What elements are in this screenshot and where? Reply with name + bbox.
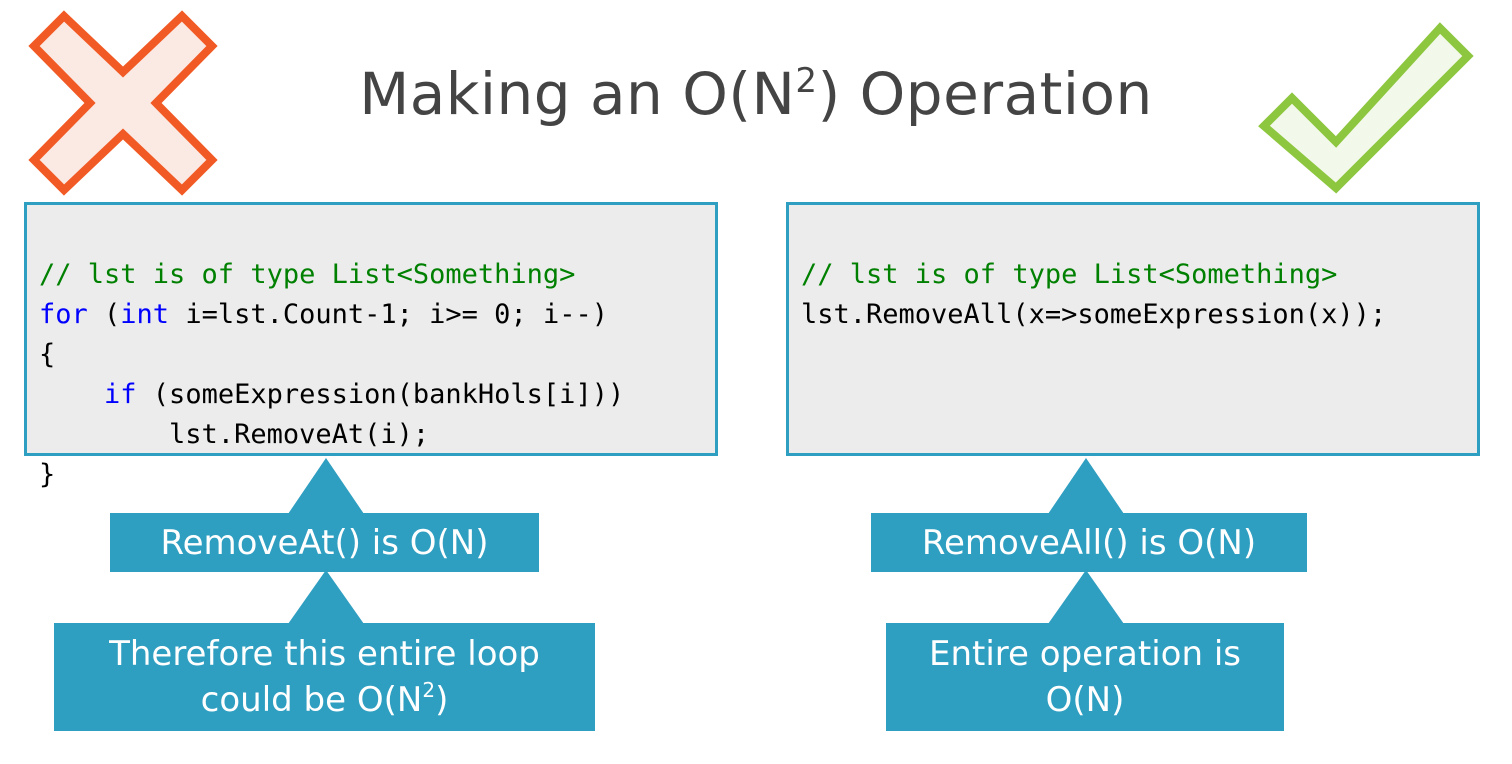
title-prefix: Making an O(N	[359, 60, 796, 128]
callout-text-suffix: )	[435, 680, 449, 720]
callout-text: RemoveAt() is O(N)	[160, 522, 489, 563]
callout-text-prefix: could be O(N	[200, 680, 423, 720]
right-callout-complexity: RemoveAll() is O(N)	[871, 513, 1307, 572]
callout-text: RemoveAll() is O(N)	[921, 522, 1257, 563]
code-line-for: for (int i=lst.Count-1; i>= 0; i--)	[39, 295, 703, 335]
title-suffix: ) Operation	[817, 60, 1153, 128]
code-line-removeat: lst.RemoveAt(i);	[39, 419, 430, 450]
code-comment: // lst is of type List<Something>	[39, 259, 576, 290]
keyword-int: int	[120, 299, 170, 330]
title-superscript: 2	[795, 61, 818, 101]
left-callout-pointer	[288, 458, 364, 514]
left-callout-conclusion: Therefore this entire loop could be O(N2…	[54, 623, 595, 731]
keyword-if: if	[104, 379, 137, 410]
callout-text-line1: Entire operation is	[929, 634, 1241, 674]
right-callout-conclusion: Entire operation is O(N)	[886, 623, 1284, 731]
cross-icon	[28, 10, 218, 196]
right-callout-pointer-lower	[1048, 570, 1124, 624]
code-text: i=lst.Count-1; i>= 0; i--)	[169, 299, 608, 330]
code-text: (	[87, 299, 121, 330]
code-open-brace: {	[39, 339, 56, 370]
left-callout-pointer-lower	[288, 570, 364, 624]
code-text: (someExpression(bankHols[i]))	[136, 379, 625, 410]
callout-text-line2: could be O(N2)	[201, 677, 449, 723]
code-close-brace: }	[39, 459, 56, 490]
code-line-removeall: lst.RemoveAll(x=>someExpression(x));	[801, 299, 1387, 330]
callout-text-line1: Therefore this entire loop	[109, 634, 540, 674]
code-indent	[39, 379, 104, 410]
left-callout-complexity: RemoveAt() is O(N)	[110, 513, 539, 572]
check-icon	[1258, 22, 1474, 194]
callout-text-line2: O(N)	[1045, 680, 1125, 720]
page-title: Making an O(N2) Operation	[0, 60, 1512, 128]
right-code-box: // lst is of type List<Something> lst.Rem…	[786, 202, 1480, 456]
left-code-box: // lst is of type List<Something> for (in…	[24, 202, 718, 490]
callout-superscript: 2	[422, 678, 436, 702]
keyword-for: for	[39, 299, 88, 330]
right-callout-pointer	[1048, 458, 1124, 514]
code-comment: // lst is of type List<Something>	[801, 259, 1338, 290]
code-line-if: if (someExpression(bankHols[i]))	[39, 375, 703, 415]
